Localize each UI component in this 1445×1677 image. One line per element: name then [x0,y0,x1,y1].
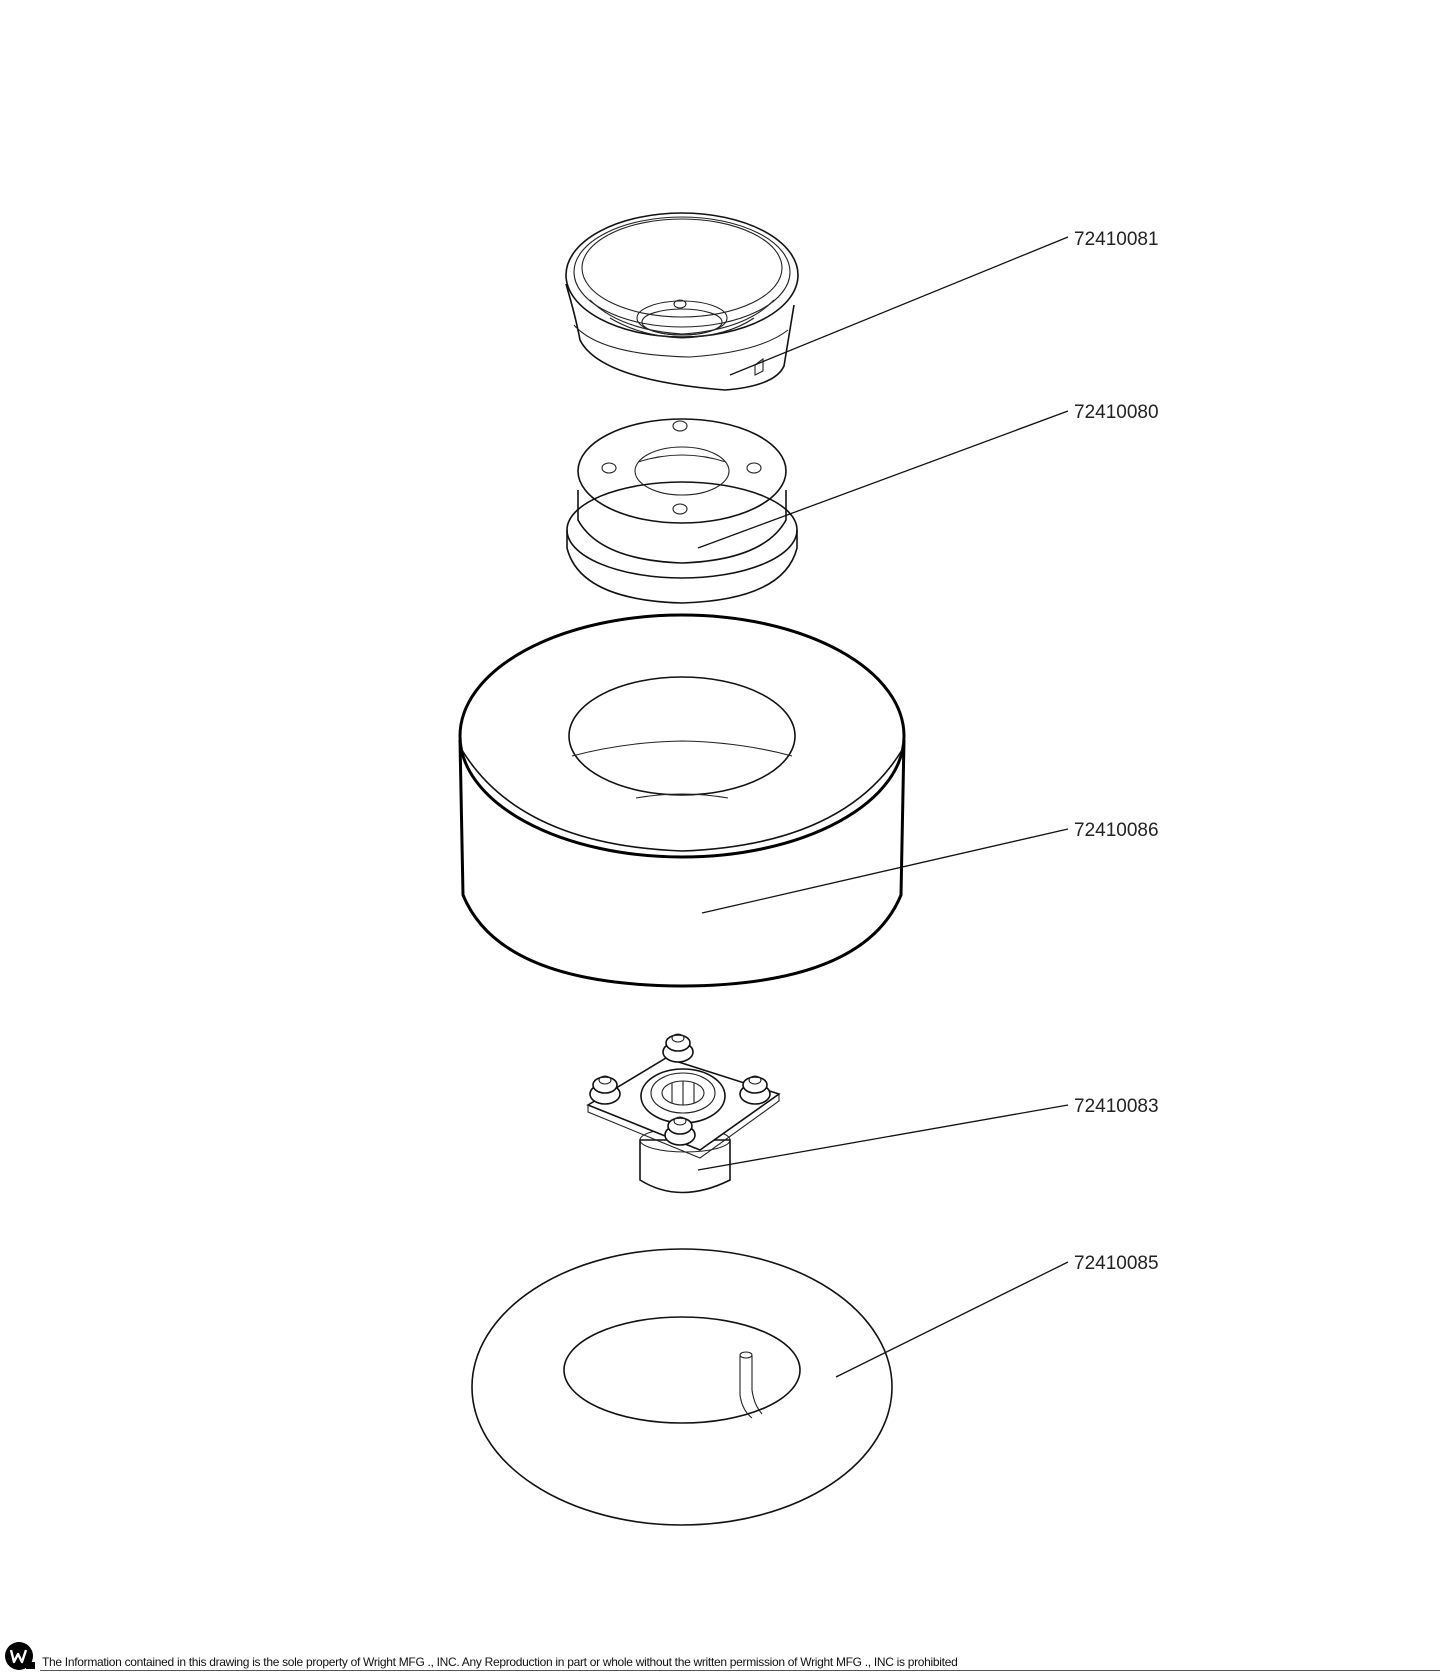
footer-disclaimer: The Information contained in this drawin… [42,1655,958,1669]
lug-nut-right [739,1075,771,1105]
lug-nut-bottom [664,1116,696,1146]
callout-72410083: 72410083 [1074,1096,1159,1117]
callout-72410086: 72410086 [1074,820,1159,841]
lug-nut-top [662,1033,694,1063]
wright-logo-icon [5,1642,35,1670]
leader-line-72410080 [697,410,1069,549]
inner-tube-drawing [471,1248,893,1526]
leader-line-72410086 [701,828,1069,914]
rim-half-inner-drawing [566,418,798,604]
rim-half-outer-drawing [565,212,799,391]
footer-rule [40,1670,1440,1671]
leader-line-72410083 [697,1104,1069,1171]
callout-72410080: 72410080 [1074,402,1159,423]
lug-nut-left [589,1075,621,1105]
leader-line-72410081 [729,236,1069,376]
callout-72410081: 72410081 [1074,229,1159,250]
callout-72410085: 72410085 [1074,1253,1159,1274]
tire-drawing [458,613,906,988]
leader-line-72410085 [835,1261,1069,1378]
hub-assembly-drawing [586,1033,781,1194]
